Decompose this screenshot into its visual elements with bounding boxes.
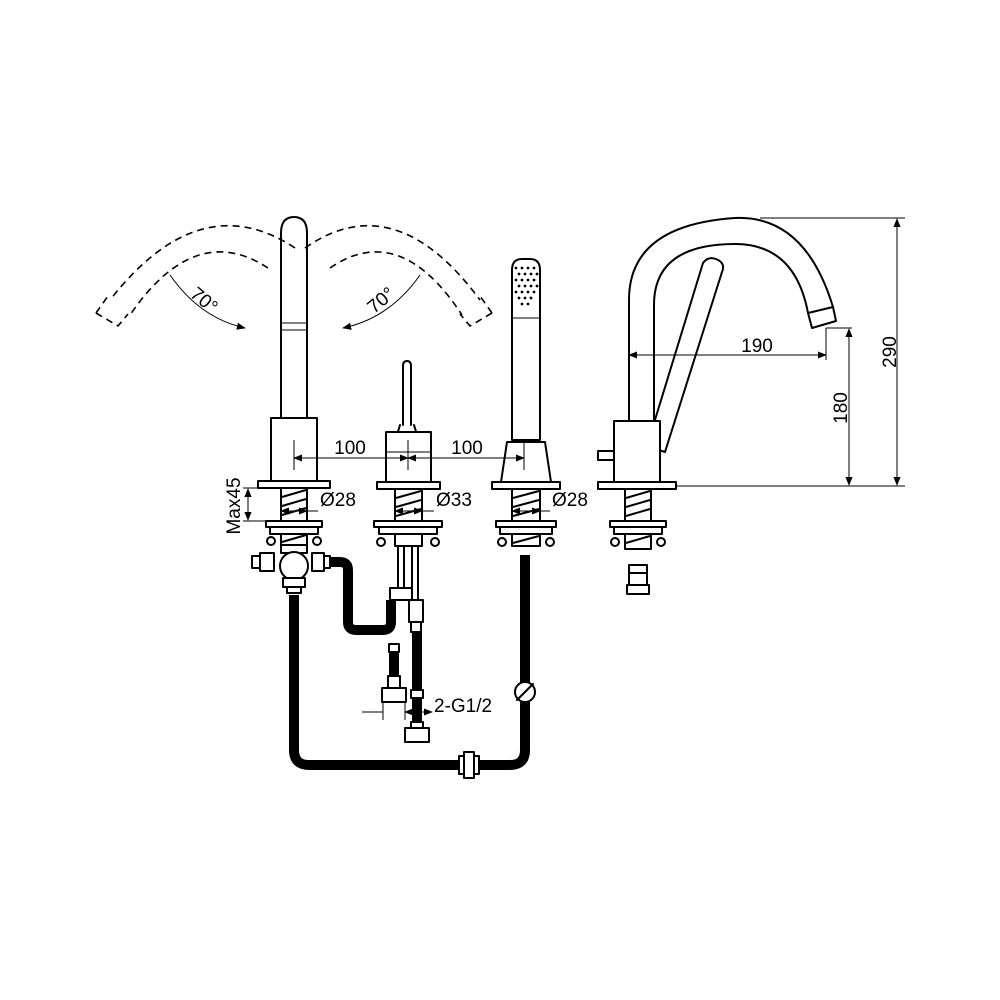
side-button (597, 450, 615, 461)
spout-rod (280, 216, 308, 419)
outlet-height-label: 180 (831, 392, 852, 424)
inlet-connection-label: 2-G1/2 (434, 696, 492, 717)
shower-holder (500, 441, 552, 483)
valve-shank (394, 488, 423, 547)
total-height-label: 290 (880, 336, 901, 368)
swivel-range-left (95, 224, 296, 328)
spacing-label-right: 100 (451, 438, 483, 459)
shower-flange (491, 481, 561, 490)
shower-hose (289, 555, 536, 779)
valve-front-view (373, 360, 443, 743)
side-outlet-fitting (628, 564, 648, 574)
reach-label: 190 (741, 336, 773, 357)
diverter-body (251, 544, 331, 594)
angle-label-left: 70° (186, 284, 222, 319)
dimension-lines (169, 217, 905, 720)
check-valve (514, 681, 536, 703)
hand-shower-head (511, 258, 541, 441)
side-body (613, 420, 661, 483)
spout-front-view (95, 216, 493, 594)
hand-shower-front-view (491, 258, 561, 547)
swivel-range-right (304, 224, 493, 328)
valve-lever (402, 360, 412, 426)
hose-coupling (458, 751, 480, 779)
spacing-label-left: 100 (334, 438, 366, 459)
side-flange (597, 481, 677, 490)
diameter-label-shower: Ø28 (552, 490, 588, 511)
diameter-label-valve: Ø33 (436, 490, 472, 511)
shower-nozzles (514, 266, 539, 306)
valve-flange (376, 481, 441, 490)
spout-profile-outer (628, 216, 834, 421)
spout-flange (257, 480, 331, 489)
spout-outlet (807, 306, 837, 329)
deck-thickness-label: Max45 (224, 477, 245, 534)
spout-profile-inner (653, 243, 809, 421)
angle-label-right: 70° (364, 284, 400, 319)
diameter-label-spout: Ø28 (320, 490, 356, 511)
spout-side-view (597, 216, 837, 595)
